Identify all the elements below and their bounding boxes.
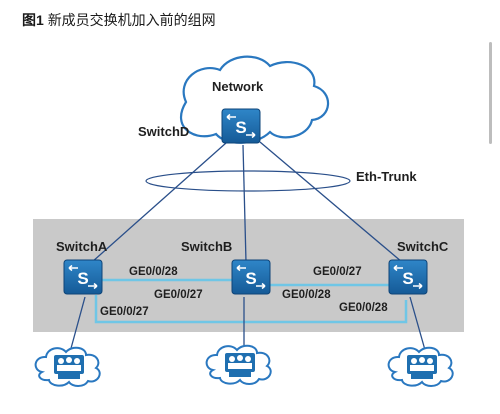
switch-a[interactable] xyxy=(63,259,103,295)
port-label: GE0/0/27 xyxy=(154,289,203,301)
switch-c-label: SwitchC xyxy=(397,239,449,254)
switch-b-label: SwitchB xyxy=(181,239,232,254)
host-group-c xyxy=(387,346,454,387)
figure-number: 图1 xyxy=(22,12,44,28)
port-label: GE0/0/28 xyxy=(129,266,178,278)
port-label: GE0/0/28 xyxy=(339,302,388,314)
stack-links xyxy=(94,278,408,324)
switch-c[interactable] xyxy=(388,259,428,295)
network-label: Network xyxy=(212,79,264,94)
switch-d-label: SwitchD xyxy=(138,124,189,139)
port-label: GE0/0/27 xyxy=(313,266,362,278)
eth-trunk-label: Eth-Trunk xyxy=(356,169,417,184)
uplinks xyxy=(91,141,403,263)
figure-title: 图1 新成员交换机加入前的组网 xyxy=(22,10,216,30)
switch-b[interactable] xyxy=(231,259,271,295)
switch-a-label: SwitchA xyxy=(56,239,108,254)
network-cloud xyxy=(179,55,330,144)
figure-caption: 新成员交换机加入前的组网 xyxy=(47,12,216,28)
eth-trunk-ellipse xyxy=(145,170,351,192)
host-group-a xyxy=(34,346,101,387)
switch-d[interactable] xyxy=(221,108,261,144)
port-label: GE0/0/28 xyxy=(282,289,331,301)
scrollbar[interactable] xyxy=(489,42,492,144)
host-group-b xyxy=(205,344,272,385)
port-label: GE0/0/27 xyxy=(100,306,149,318)
access-links xyxy=(69,296,426,353)
